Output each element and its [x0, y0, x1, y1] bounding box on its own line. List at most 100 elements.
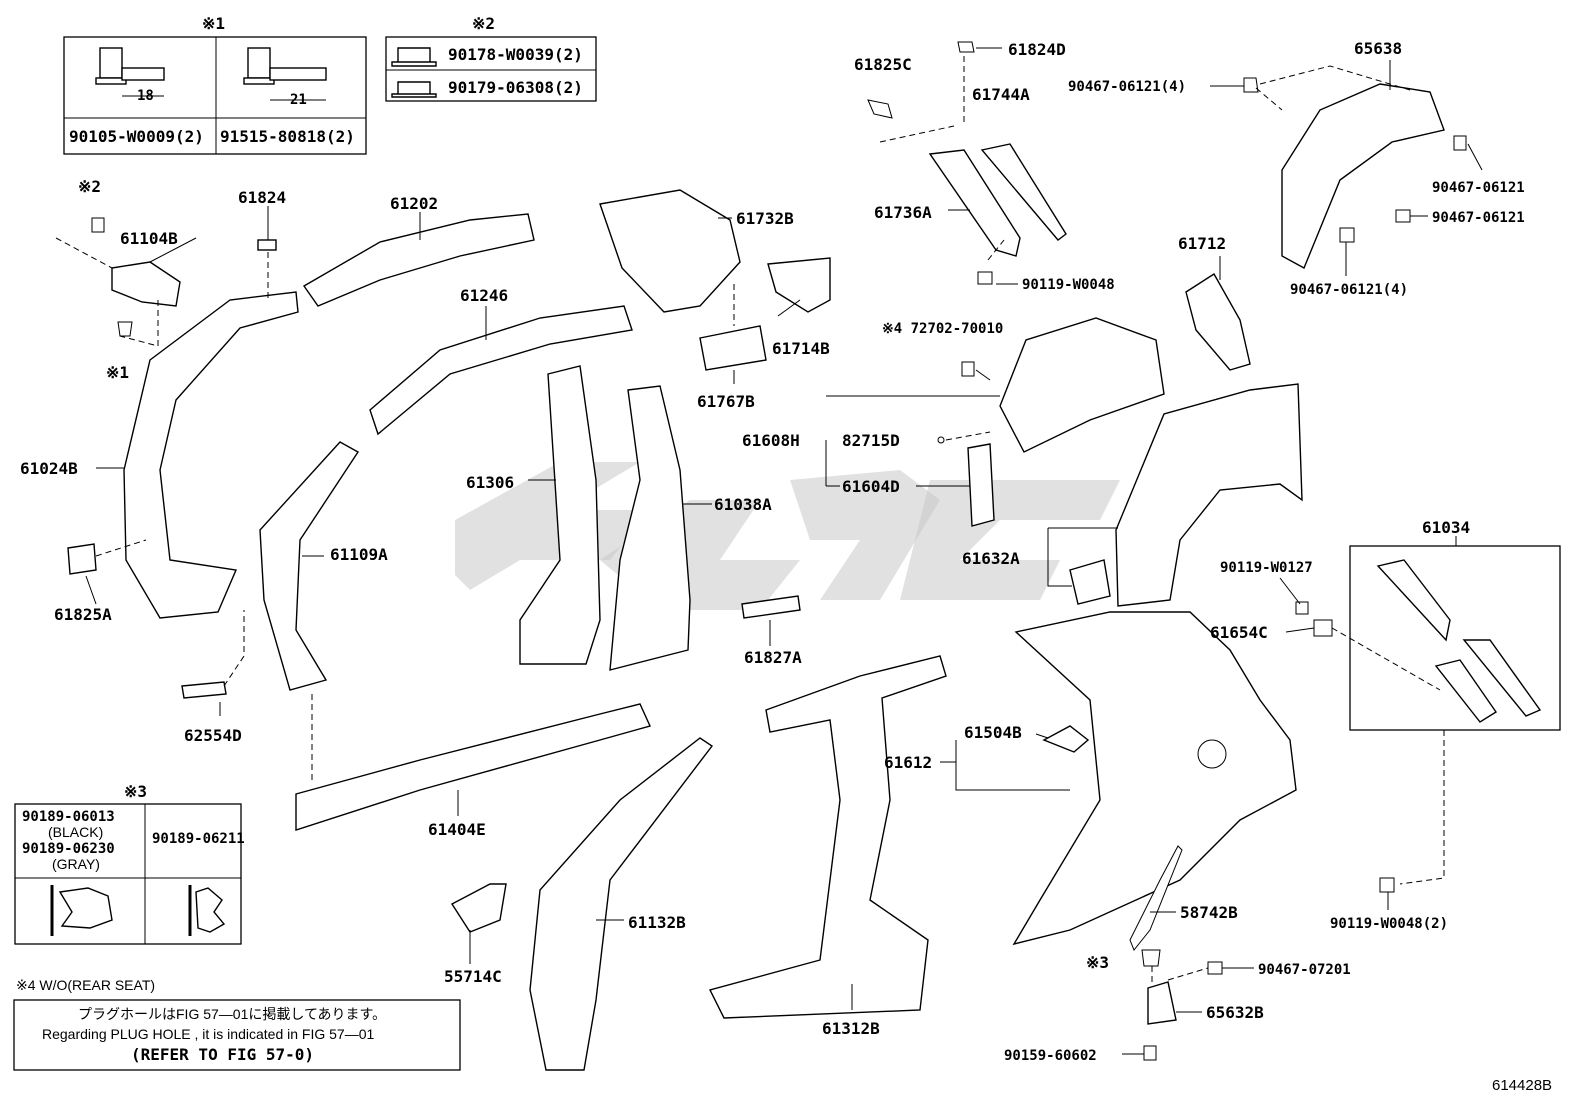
- part-61612: [1012, 611, 1297, 946]
- part-61824D: [957, 41, 975, 53]
- label-90159-60602: 90159-60602: [1004, 1048, 1097, 1064]
- part-61744A: [980, 143, 1067, 241]
- label-61024B: 61024B: [20, 459, 78, 478]
- label-90467-06121-4b: 90467-06121(4): [1290, 282, 1408, 298]
- label-90467-06121a: 90467-06121: [1432, 180, 1525, 196]
- bolt-icon: [117, 321, 133, 337]
- label-61736A: 61736A: [874, 203, 932, 222]
- label-61608H: 61608H: [742, 431, 800, 450]
- label-61504B: 61504B: [964, 723, 1022, 742]
- part-61825C: [867, 99, 893, 119]
- part-61104B: [111, 261, 181, 307]
- part-58742B: [1129, 845, 1183, 951]
- nut-icon: [1395, 209, 1411, 223]
- note-marker-3: ※3: [124, 782, 147, 801]
- part-61767B: [699, 325, 767, 371]
- part-61604D: [967, 443, 995, 527]
- part-61827A: [741, 595, 801, 619]
- label-61038A: 61038A: [714, 495, 772, 514]
- part-61504B: [1042, 725, 1090, 753]
- label-61654C: 61654C: [1210, 623, 1268, 642]
- label-61612: 61612: [884, 753, 932, 772]
- part-62554D: [181, 681, 227, 699]
- bolt-icon: [961, 361, 975, 377]
- label-61246: 61246: [460, 286, 508, 305]
- label-72702-70010: ※4 72702-70010: [882, 321, 1003, 337]
- label-90119-W0048-2: 90119-W0048(2): [1330, 916, 1448, 932]
- part-61132B: [529, 737, 714, 1071]
- label-61034: 61034: [1422, 518, 1470, 537]
- label-note-1: ※1: [106, 363, 129, 382]
- label-90467-06121-4a: 90467-06121(4): [1068, 79, 1186, 95]
- part-labels: ※2 61104B ※1 61824 61202 61246 61732B 61…: [20, 39, 1525, 1064]
- part-61825A: [67, 543, 97, 575]
- fastener-table-3: ※3 90189-06013 (BLACK) 90189-06230 (GRAY…: [14, 782, 245, 945]
- part-61824: [257, 239, 277, 251]
- part-61312B: [708, 655, 947, 1019]
- note-marker-2: ※2: [472, 14, 495, 33]
- color-black: (BLACK): [48, 824, 103, 840]
- bolt-icon: [243, 47, 327, 85]
- part-65632B: [1147, 981, 1177, 1025]
- nut-icon: [1243, 77, 1259, 93]
- label-61104B: 61104B: [120, 229, 178, 248]
- nut-icon: [1453, 135, 1467, 151]
- label-61824D: 61824D: [1008, 40, 1066, 59]
- label-61732B: 61732B: [736, 209, 794, 228]
- part-61306: [519, 365, 601, 665]
- fuel-door-icon: [1197, 739, 1227, 769]
- part-61038A: [609, 385, 691, 671]
- dim-18: 18: [137, 88, 154, 104]
- part-90178-W0039: 90178-W0039(2): [448, 45, 583, 64]
- label-62554D: 62554D: [184, 726, 242, 745]
- label-61827A: 61827A: [744, 648, 802, 667]
- label-61744A: 61744A: [972, 85, 1030, 104]
- part-90179-06308: 90179-06308(2): [448, 78, 583, 97]
- label-82715D: 82715D: [842, 431, 900, 450]
- part-91515-80818: 91515-80818(2): [220, 127, 355, 146]
- part-61736A: [928, 149, 1021, 257]
- label-58742B: 58742B: [1180, 903, 1238, 922]
- label-55714C: 55714C: [444, 967, 502, 986]
- part-90189-06230: 90189-06230: [22, 841, 115, 857]
- label-61825A: 61825A: [54, 605, 112, 624]
- label-61202: 61202: [390, 194, 438, 213]
- label-61404E: 61404E: [428, 820, 486, 839]
- part-90189-06013: 90189-06013: [22, 809, 115, 825]
- nut-icon: [1339, 227, 1355, 243]
- part-61109A: [259, 441, 359, 691]
- fastener-table-1: ※1 18 21 90105-W0009(2) 91515-80818(2): [63, 14, 367, 155]
- note-japanese: プラグホールはFIG 57—01に掲載してあります。: [78, 1006, 386, 1022]
- part-bracket-61632A: [1069, 559, 1111, 605]
- part-61202: [302, 213, 535, 307]
- bolt-icon: [1379, 877, 1395, 893]
- note-marker-1: ※1: [202, 14, 225, 33]
- part-wheelhouse-inner: [999, 317, 1165, 453]
- label-90119-W0048: 90119-W0048: [1022, 277, 1115, 293]
- label-90467-07201: 90467-07201: [1258, 962, 1351, 978]
- part-61024B: [123, 291, 299, 619]
- part-61034-lower: [1434, 659, 1497, 723]
- part-90189-06211: 90189-06211: [152, 831, 245, 847]
- clip-icon: [188, 885, 226, 936]
- label-61825C: 61825C: [854, 55, 912, 74]
- note-english: Regarding PLUG HOLE , it is indicated in…: [42, 1026, 374, 1042]
- part-61034-strip: [1462, 639, 1542, 717]
- part-61732B: [599, 189, 741, 313]
- label-61132B: 61132B: [628, 913, 686, 932]
- nut-icon: [91, 217, 105, 233]
- color-gray: (GRAY): [52, 856, 100, 872]
- bolt-icon: [977, 271, 993, 285]
- part-61034-upper: [1376, 559, 1451, 642]
- label-65632B: 65632B: [1206, 1003, 1264, 1022]
- bolt-icon: [1295, 601, 1309, 615]
- label-61604D: 61604D: [842, 477, 900, 496]
- label-note-3: ※3: [1086, 953, 1109, 972]
- part-61714B: [767, 257, 831, 313]
- plug-hole-note: ※4 W/O(REAR SEAT) プラグホールはFIG 57—01に掲載してあ…: [13, 977, 461, 1071]
- label-61109A: 61109A: [330, 545, 388, 564]
- label-65638: 65638: [1354, 39, 1402, 58]
- part-61246: [369, 305, 633, 436]
- bolt-icon: [1143, 1045, 1157, 1061]
